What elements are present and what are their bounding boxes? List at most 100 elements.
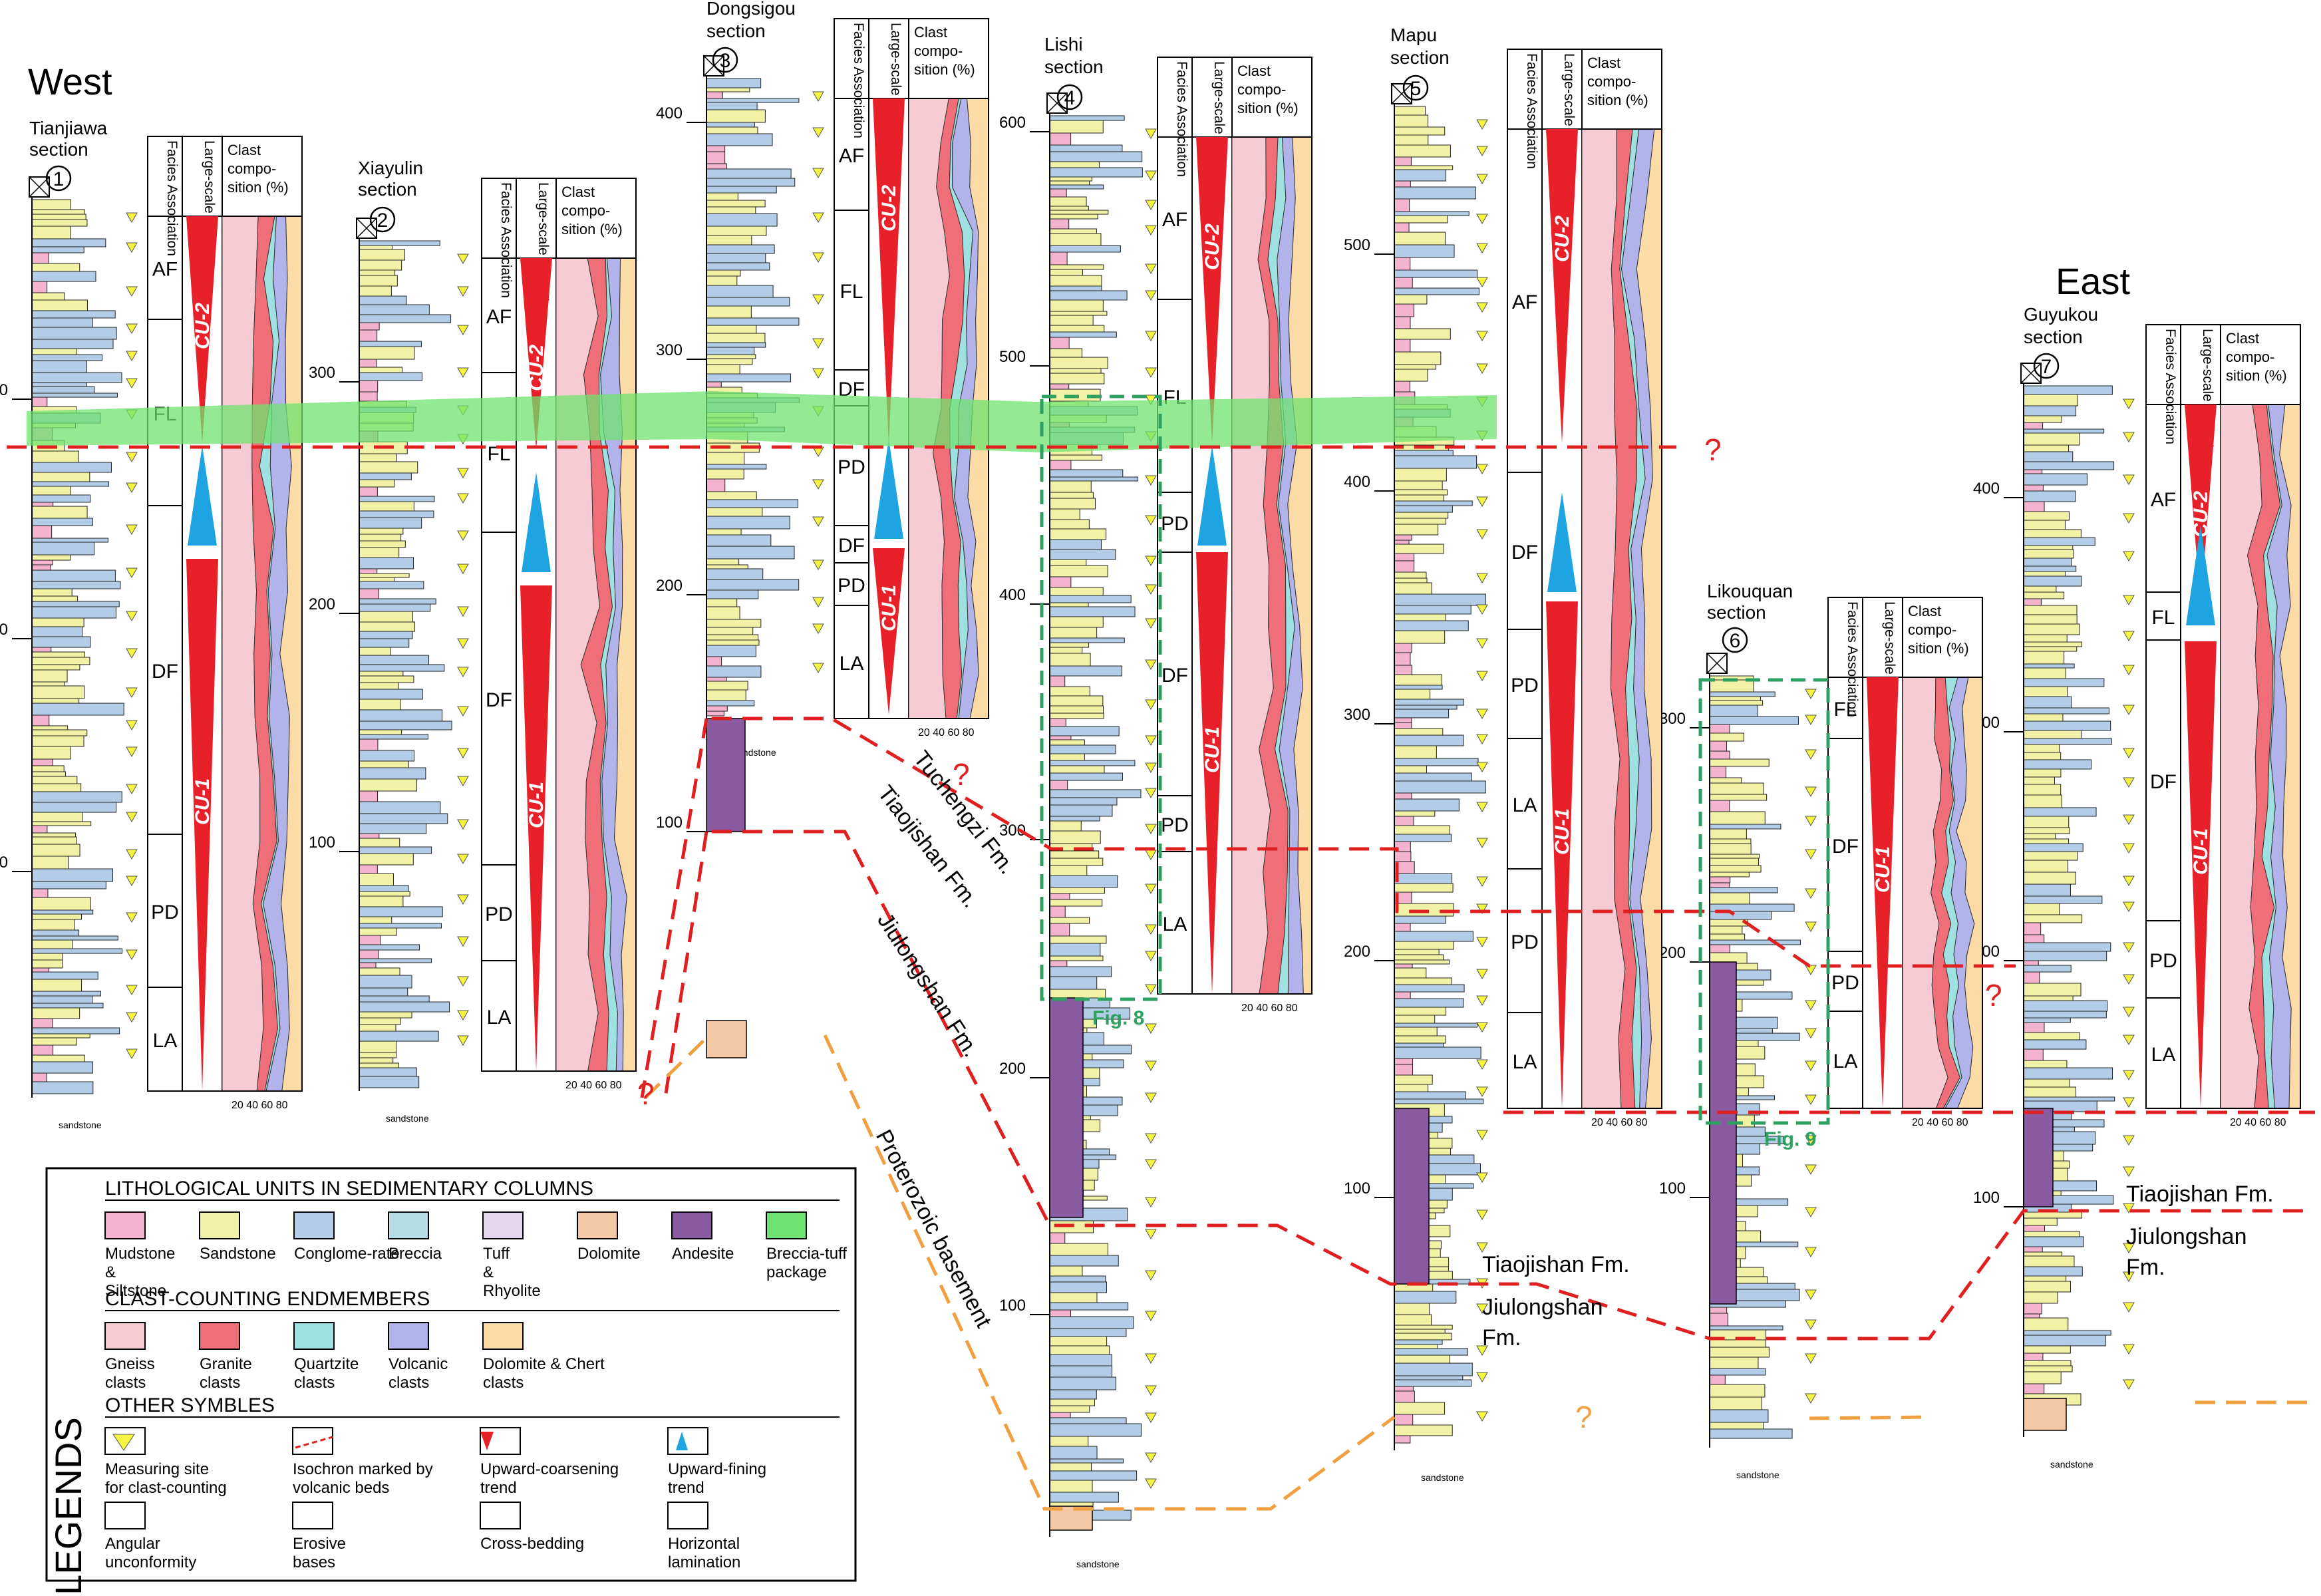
bed [2023,385,2113,395]
bed [1394,450,1454,456]
bed [1049,528,1107,540]
section-2-number: 2 [377,210,388,232]
bed [359,496,435,502]
measuring-site-marker [126,648,138,659]
bed [2023,473,2088,486]
bed [706,262,770,271]
legend-symbol-label: bases [293,1553,335,1571]
facies-label: DF [838,535,865,557]
legend-symbol-box [667,1502,708,1529]
bed [2023,1330,2111,1336]
bed [1394,303,1414,317]
bed [1394,1314,1432,1326]
bed [1049,269,1083,276]
bed [2023,833,2056,840]
measuring-site-marker [1476,903,1488,915]
measuring-site-marker [1476,802,1488,813]
cu2-coarsening-wedge [873,98,905,444]
bed [2023,1255,2075,1267]
bed [31,664,80,671]
bed [2023,461,2115,470]
bed [1709,696,1761,701]
depth-tick-label: 500 [1344,236,1370,254]
grain-axis-label: sandstone [1421,1472,1464,1483]
bed [31,776,78,784]
bed [1709,740,1727,752]
bed [2023,960,2039,966]
bed [1394,780,1486,794]
legend-symbol-label: Measuring site [105,1460,209,1478]
bed [2023,422,2044,430]
cu2-coarsening-wedge [2185,404,2217,607]
bed [31,729,88,736]
legend-box: LEGENDS LITHOLOGICAL UNITS IN SEDIMENTAR… [45,1167,857,1595]
bed [1049,1446,1098,1460]
gap-cross [356,218,377,239]
bed [31,636,91,648]
measuring-site-marker [1145,1092,1157,1104]
bed [1394,959,1450,965]
fining-wedge [522,472,551,572]
bed [1394,620,1469,631]
cu2-label: CU-2 [1201,224,1223,270]
bed [1049,539,1102,550]
bed [1709,800,1730,812]
bed [706,342,766,348]
bed [706,381,722,388]
bed [31,669,68,683]
facies-label: LA [1833,1050,1858,1072]
measuring-site-marker [126,452,138,463]
measuring-site-marker [2123,942,2135,953]
measuring-site-marker [1476,331,1488,342]
facies-header: Facies Association [1174,61,1189,177]
legend-symbol-label: unconformity [105,1553,196,1571]
legend-swatch-gneiss [104,1322,146,1350]
bed [1049,955,1104,961]
bed [2023,713,2064,722]
bed [1394,873,1453,884]
depth-tick-label: 600 [999,114,1026,132]
measuring-site-marker [1145,263,1157,275]
bed [31,929,80,937]
bed [31,995,93,1004]
west-label: West [28,61,112,102]
measuring-site-marker [812,663,824,674]
bed [1394,560,1415,573]
cu2-label: CU-2 [192,303,214,349]
facies-label: LA [153,1030,178,1052]
bed [1049,923,1070,937]
clast-axis-ticks: 20 40 60 80 [1241,1003,1298,1014]
bed [706,244,775,254]
bed [1049,357,1108,369]
bed [1394,665,1412,675]
andesite-unit [706,718,746,832]
depth-tick-label: 200 [0,621,8,639]
bed [1709,811,1766,825]
bed [1394,689,1431,700]
bed [359,944,420,951]
section-2-title-a: Xiayulin [358,158,423,178]
measuring-site-marker [126,212,138,224]
bed [706,151,726,164]
measuring-site-marker [1476,146,1488,157]
facies-label: PD [1511,675,1539,697]
bed [31,844,80,857]
legend-label-granite: Granite [200,1355,252,1373]
bed [1394,630,1446,644]
measuring-site-marker [126,784,138,795]
legend-symbol-label: Upward-fining [668,1460,766,1478]
bed [706,689,746,701]
bed [359,682,399,690]
bed [359,1067,417,1077]
bed [2023,428,2105,434]
bed [2023,872,2076,885]
bed [359,534,402,542]
measuring-site-marker [1145,1023,1157,1035]
bed [706,564,748,569]
bed [1049,718,1066,727]
bed [359,322,380,331]
measuring-site-marker [1145,1060,1157,1072]
